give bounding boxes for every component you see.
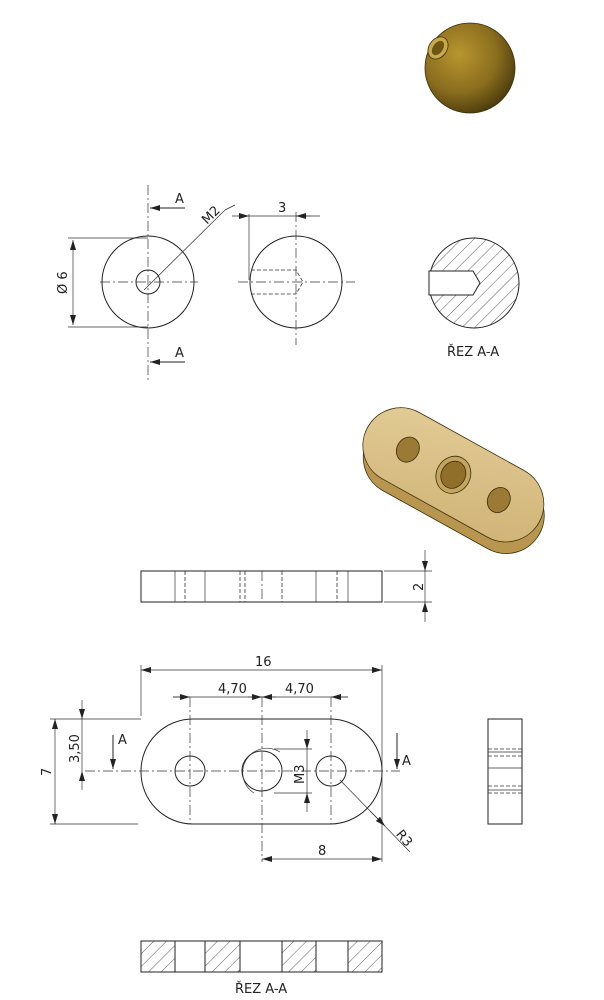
section-label: A bbox=[175, 346, 184, 361]
section-title: ŘEZ A-A bbox=[235, 981, 287, 997]
width-dimension: 7 bbox=[40, 768, 55, 776]
length-dimension: 16 bbox=[255, 655, 272, 670]
section-label: A bbox=[118, 733, 127, 748]
radius-dimension: R3 bbox=[392, 827, 415, 850]
ball-side-view: 3 bbox=[232, 201, 355, 345]
hole-depth-dimension: 3 bbox=[278, 201, 286, 216]
plate-3d-view bbox=[362, 407, 545, 554]
section-label: A bbox=[402, 754, 411, 769]
thickness-dimension: 2 bbox=[412, 583, 427, 591]
ball-3d-view bbox=[424, 22, 516, 114]
plate-right-view bbox=[487, 718, 523, 825]
ball-section-view: ŘEZ A-A bbox=[428, 237, 520, 360]
hole-spacing-right: 4,70 bbox=[285, 682, 314, 697]
section-title: ŘEZ A-A bbox=[447, 344, 499, 360]
radius-offset-dimension: 8 bbox=[318, 844, 326, 859]
hole-spacing-left: 4,70 bbox=[218, 682, 247, 697]
plate-section-view: ŘEZ A-A bbox=[140, 940, 383, 997]
section-label: A bbox=[175, 192, 184, 207]
half-width-dimension: 3,50 bbox=[68, 734, 83, 763]
thread-dimension: M2 bbox=[199, 203, 223, 227]
plate-front-view: 2 bbox=[140, 550, 432, 622]
ball-front-view: A A M2 Ø 6 bbox=[56, 185, 236, 380]
diameter-dimension: Ø 6 bbox=[56, 271, 71, 294]
plate-top-view: 16 4,70 4,70 7 3,50 A A M3 8 bbox=[40, 655, 415, 862]
thread-dimension: M3 bbox=[293, 765, 308, 785]
